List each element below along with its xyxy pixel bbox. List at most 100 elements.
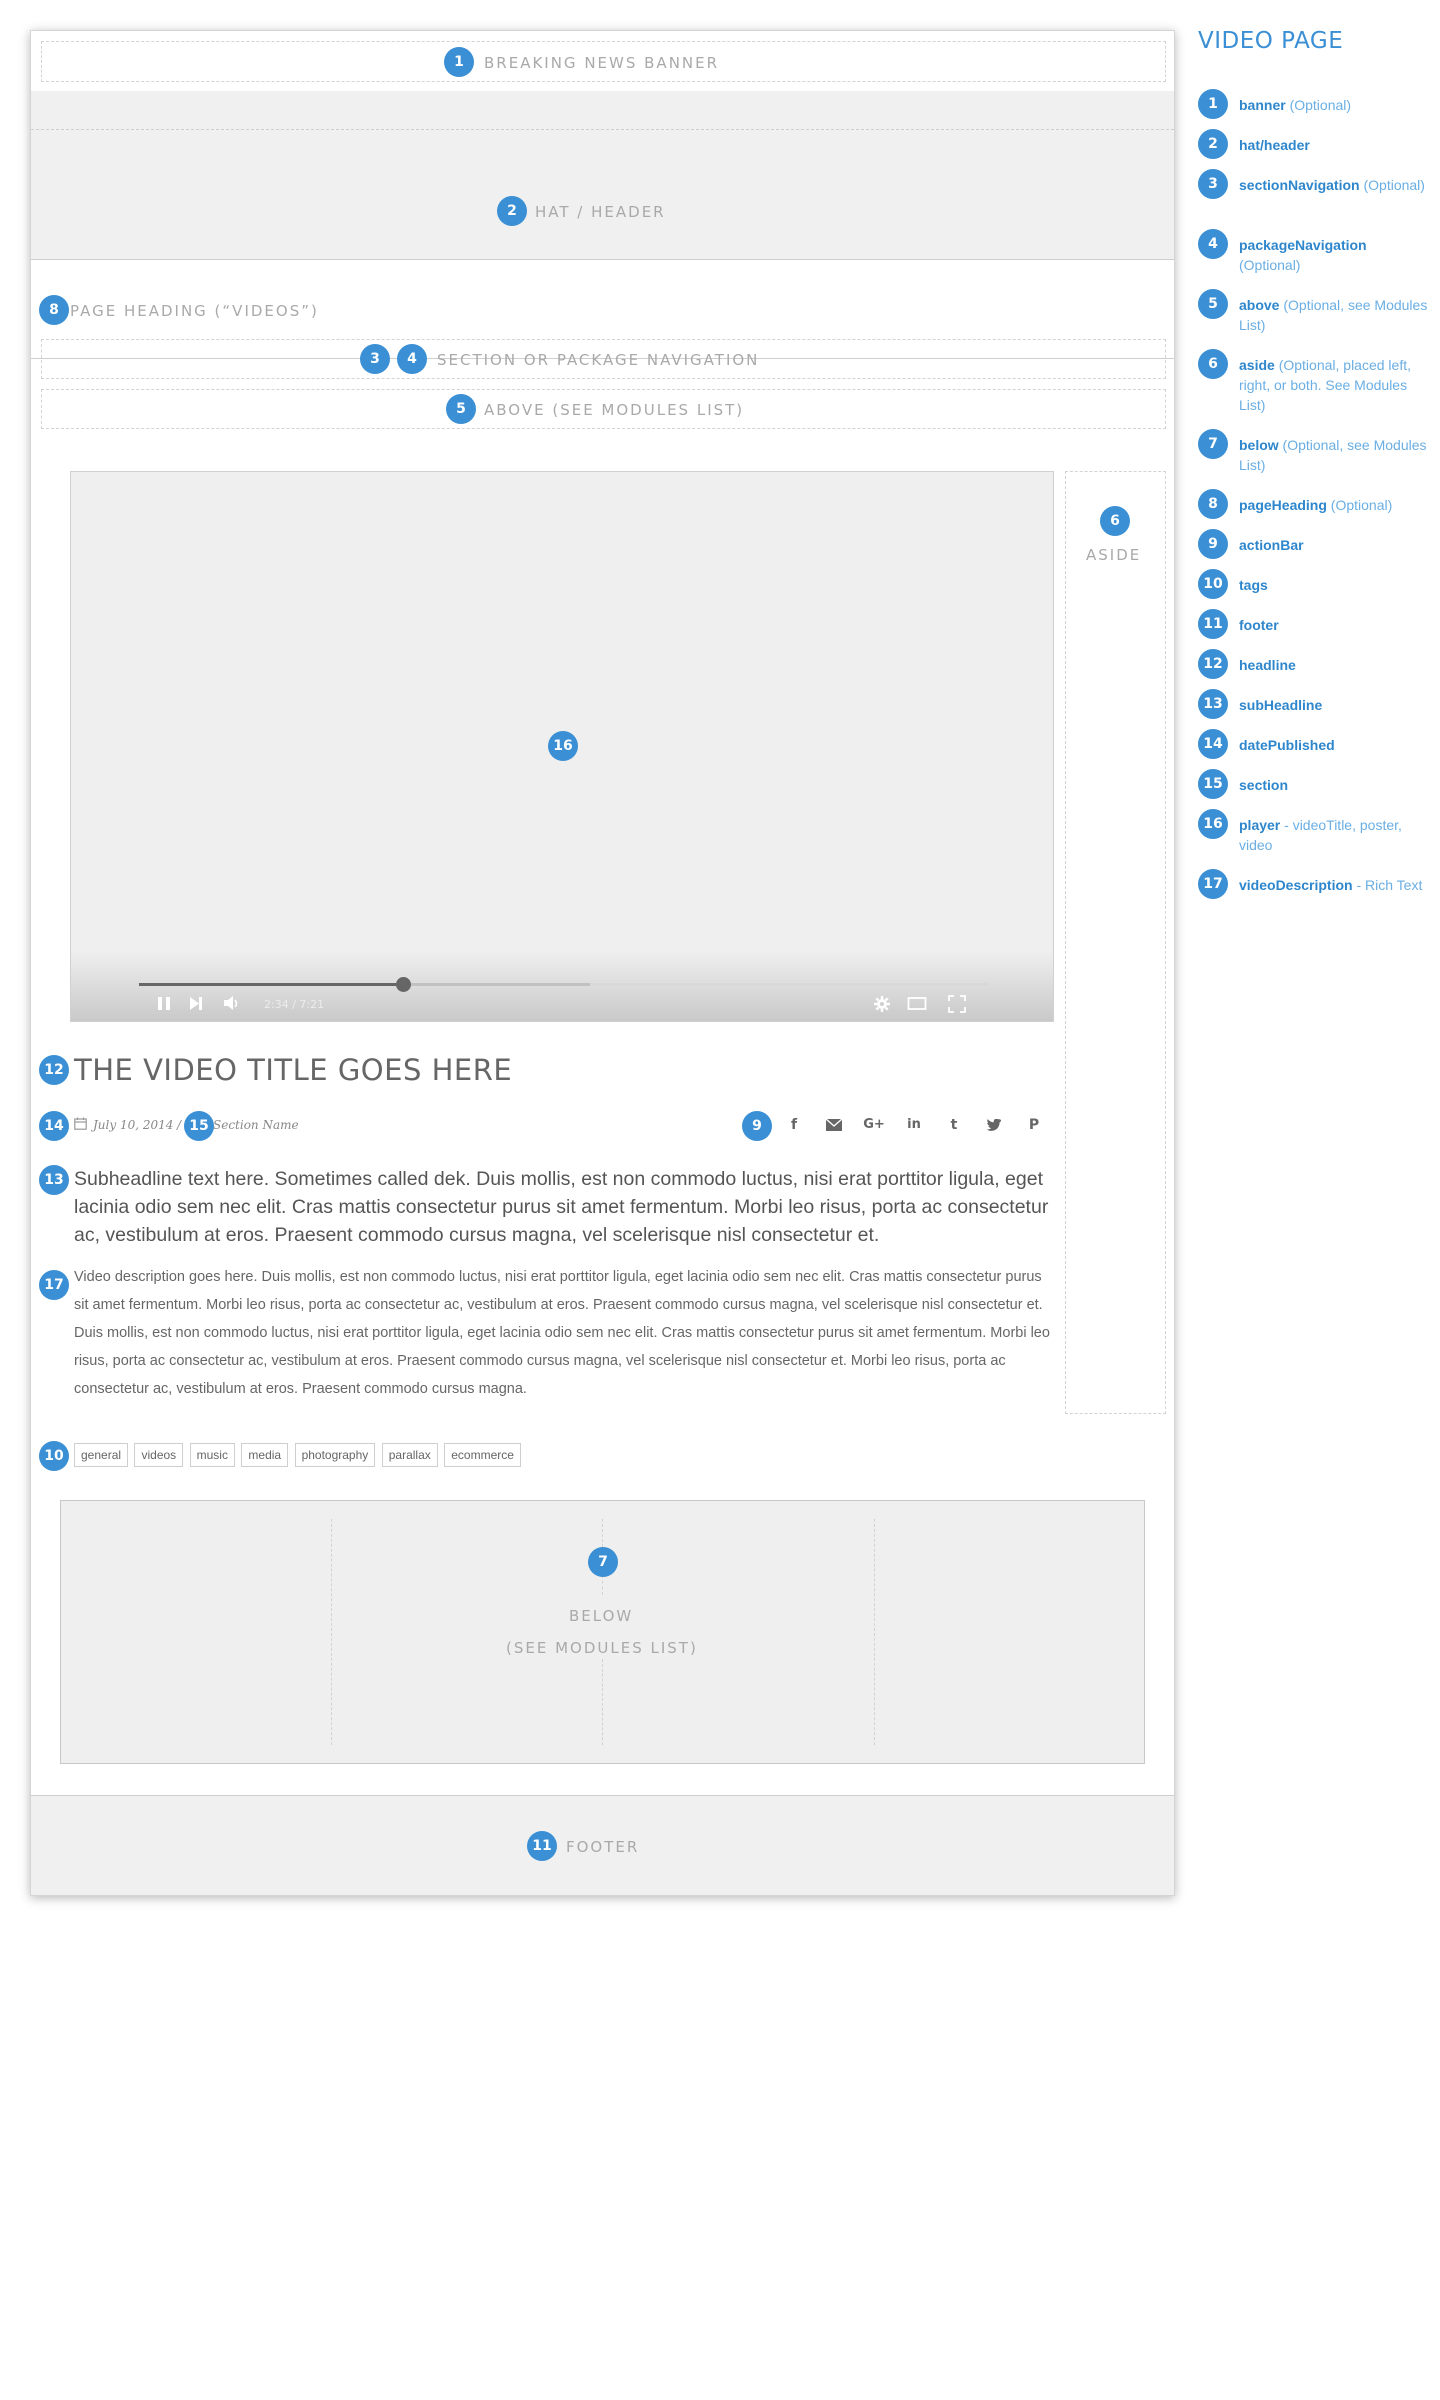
legend-badge: 3 (1198, 169, 1228, 199)
header-label: HAT / HEADER (535, 203, 666, 221)
tag-item[interactable]: ecommerce (444, 1443, 521, 1467)
video-headline: THE VIDEO TITLE GOES HERE (74, 1053, 513, 1087)
column-divider (331, 1519, 332, 1745)
next-icon[interactable] (188, 995, 204, 1016)
pause-icon[interactable] (157, 995, 171, 1016)
calendar-icon (74, 1117, 87, 1133)
badge-banner: 1 (444, 47, 474, 77)
subheadline: Subheadline text here. Sometimes called … (74, 1168, 1049, 1246)
legend-name: hat/header (1239, 137, 1310, 153)
legend-name: headline (1239, 657, 1296, 673)
badge-date: 14 (39, 1111, 69, 1141)
legend-text: hat/header (1239, 135, 1429, 155)
legend-note: (Optional, see Modules List) (1239, 437, 1427, 473)
badge-action-bar: 9 (742, 1111, 772, 1141)
page-heading-label: PAGE HEADING (“VIDEOS”) (70, 302, 319, 320)
section-nav-label: SECTION OR PACKAGE NAVIGATION (437, 351, 760, 369)
legend-text: datePublished (1239, 735, 1429, 755)
badge-headline: 12 (39, 1055, 69, 1085)
legend-text: banner (Optional) (1239, 95, 1429, 115)
center-divider-top (602, 1519, 603, 1547)
badge-above: 5 (446, 394, 476, 424)
legend-note: (Optional, placed left, right, or both. … (1239, 357, 1411, 413)
tag-item[interactable]: photography (294, 1443, 376, 1467)
volume-icon[interactable] (223, 995, 241, 1016)
meta-separator: / (177, 1118, 182, 1132)
legend-name: player (1239, 817, 1281, 833)
tumblr-icon[interactable]: t (950, 1117, 958, 1133)
video-description: Video description goes here. Duis mollis… (74, 1269, 1050, 1397)
aside-region: 6 ASIDE (1065, 471, 1166, 1414)
legend-name: actionBar (1239, 537, 1304, 553)
tag-item[interactable]: general (74, 1443, 129, 1467)
column-divider (874, 1519, 875, 1745)
legend-note: (Optional) (1285, 97, 1352, 113)
fullscreen-icon[interactable] (948, 995, 966, 1018)
player-controls-gradient (71, 951, 1053, 1021)
twitter-icon[interactable] (982, 1113, 1006, 1137)
facebook-icon[interactable]: f (790, 1117, 798, 1133)
tag-item[interactable]: parallax (381, 1443, 438, 1467)
legend-name: section (1239, 777, 1289, 793)
badge-package-nav: 4 (397, 344, 427, 374)
badge-page-heading: 8 (39, 295, 69, 325)
linkedin-icon[interactable]: in (907, 1117, 921, 1132)
tag-item[interactable]: videos (134, 1443, 184, 1467)
section-name-link[interactable]: Section Name (213, 1118, 299, 1132)
legend-text: packageNavigation (Optional) (1239, 235, 1429, 275)
tag-list: general videos music media photography p… (74, 1443, 523, 1467)
settings-icon[interactable] (873, 995, 891, 1018)
badge-subheadline: 13 (39, 1165, 69, 1195)
legend-text: actionBar (1239, 535, 1429, 555)
legend-badge: 16 (1198, 809, 1228, 839)
above-region: 5 ABOVE (SEE MODULES LIST) (41, 389, 1166, 429)
progress-bar[interactable] (139, 977, 989, 992)
legend-name: videoDescription (1239, 877, 1353, 893)
legend-badge: 14 (1198, 729, 1228, 759)
legend-text: tags (1239, 575, 1429, 595)
aside-label: ASIDE (1086, 546, 1142, 564)
legend-badge: 6 (1198, 349, 1228, 379)
footer-label: FOOTER (566, 1838, 640, 1856)
legend-badge: 12 (1198, 649, 1228, 679)
legend-name: tags (1239, 577, 1268, 593)
legend-note: (Optional, see Modules List) (1239, 297, 1428, 333)
legend-badge: 2 (1198, 129, 1228, 159)
player-timecode: 2:34 / 7:21 (264, 998, 325, 1011)
badge-footer: 11 (527, 1831, 557, 1861)
google-plus-icon[interactable]: G+ (863, 1117, 885, 1132)
progress-handle[interactable] (395, 977, 411, 992)
legend-text: sectionNavigation (Optional) (1239, 175, 1429, 195)
hat-header: 2 HAT / HEADER (31, 91, 1174, 260)
legend-badge: 5 (1198, 289, 1228, 319)
legend-badge: 10 (1198, 569, 1228, 599)
date-published: July 10, 2014 (93, 1118, 174, 1132)
banner-label: BREAKING NEWS BANNER (484, 54, 720, 72)
email-icon[interactable] (822, 1113, 846, 1137)
legend-badge: 7 (1198, 429, 1228, 459)
below-label: BELOW (569, 1607, 634, 1625)
tag-item[interactable]: media (241, 1443, 289, 1467)
legend-note: (Optional) (1239, 257, 1301, 273)
page-heading: 8 PAGE HEADING (“VIDEOS”) (31, 261, 1174, 359)
center-divider-mid (602, 1575, 603, 1595)
pinterest-icon[interactable]: P (1028, 1117, 1040, 1133)
legend-text: below (Optional, see Modules List) (1239, 435, 1429, 475)
legend-badge: 1 (1198, 89, 1228, 119)
badge-header: 2 (497, 196, 527, 226)
legend-note: (Optional) (1359, 177, 1425, 193)
legend-text: above (Optional, see Modules List) (1239, 295, 1429, 335)
badge-section: 15 (184, 1111, 214, 1141)
legend-name: datePublished (1239, 737, 1335, 753)
legend-name: subHeadline (1239, 697, 1323, 713)
badge-player: 16 (548, 731, 578, 761)
badge-below: 7 (588, 1547, 618, 1577)
legend-name: above (1239, 297, 1280, 313)
legend-badge: 8 (1198, 489, 1228, 519)
theater-icon[interactable] (907, 995, 927, 1016)
tag-item[interactable]: music (189, 1443, 235, 1467)
legend-text: footer (1239, 615, 1429, 635)
legend-text: subHeadline (1239, 695, 1429, 715)
legend-text: pageHeading (Optional) (1239, 495, 1429, 515)
video-player[interactable]: 16 2:34 / 7:21 (70, 471, 1054, 1022)
